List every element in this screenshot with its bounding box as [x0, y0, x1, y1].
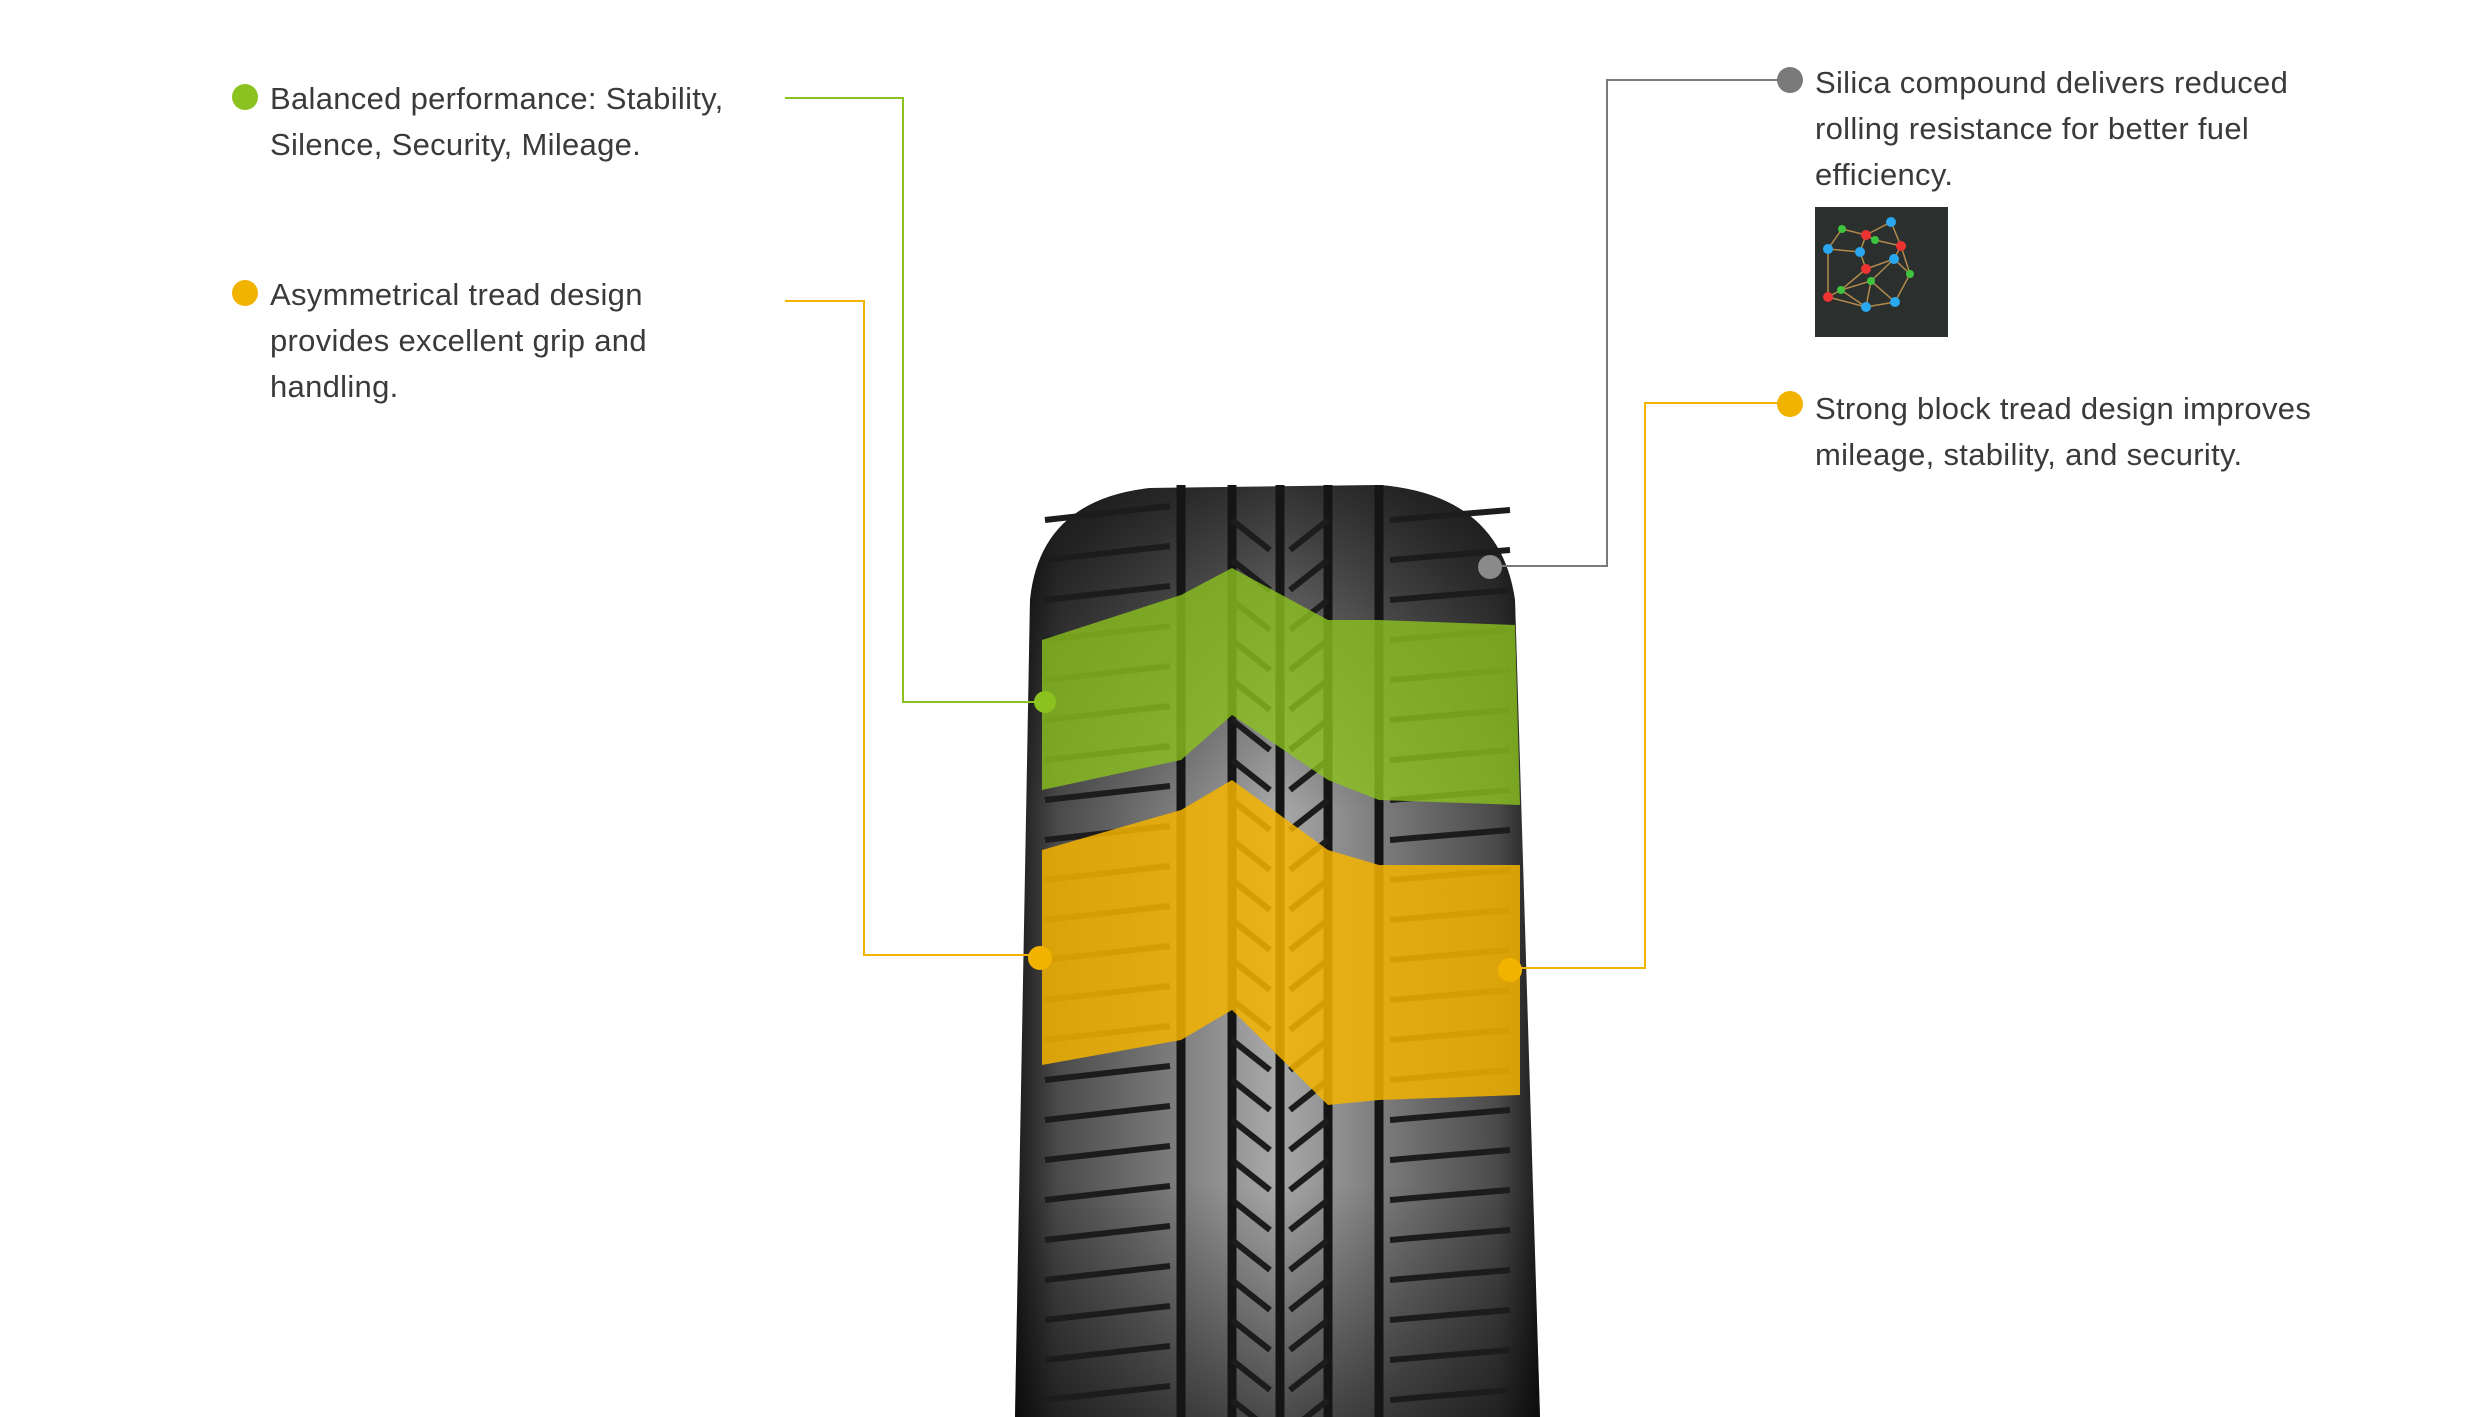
tread-sipe — [1389, 1307, 1511, 1323]
gray-bullet-icon — [1777, 67, 1803, 93]
tread-sipe — [1230, 517, 1272, 553]
tread-sipe — [1230, 1317, 1272, 1353]
orange-zone — [1042, 780, 1520, 1105]
green-bullet-icon — [232, 84, 258, 110]
tread-sipe — [1389, 827, 1511, 843]
tread-sipe — [1301, 1397, 1330, 1417]
tread-sipe — [1230, 1397, 1259, 1417]
tread-sipe — [1044, 1383, 1171, 1403]
tread-sipe — [1230, 1077, 1272, 1113]
tread-sipe — [1044, 503, 1171, 523]
leader-line-block — [1510, 402, 1790, 969]
tread-sipe — [1389, 547, 1511, 563]
tread-sipe — [1044, 1063, 1171, 1083]
tread-sipe — [1230, 557, 1272, 593]
tread-sipe — [1389, 587, 1511, 603]
leader-line-silica — [1490, 79, 1790, 567]
silica-molecule-network-icon — [1815, 207, 1948, 337]
tread-sipe — [1230, 1357, 1272, 1393]
feature-block: Strong block tread design improves milea… — [1777, 386, 2375, 478]
tread-sipe — [1389, 1347, 1511, 1363]
tread-sipe — [1288, 1357, 1330, 1393]
tread-sipe — [1230, 1237, 1272, 1273]
tread-sipe — [1044, 783, 1171, 803]
tread-sipe — [1230, 1157, 1272, 1193]
tread-sipe — [1230, 1117, 1272, 1153]
tread-sipe — [1288, 557, 1330, 593]
tread-sipe — [1044, 1183, 1171, 1203]
tread-sipe — [1044, 1143, 1171, 1163]
tread-sipe — [1044, 1303, 1171, 1323]
tread-sipe — [1288, 1117, 1330, 1153]
feature-silica: Silica compound delivers reduced rolling… — [1777, 60, 2355, 198]
tread-sipe — [1389, 1107, 1511, 1123]
tread-sipe — [1044, 1103, 1171, 1123]
tread-sipe — [1230, 1197, 1272, 1233]
tread-sipe — [1288, 1197, 1330, 1233]
marker-balanced — [1034, 691, 1056, 713]
marker-asymmetrical — [1028, 946, 1052, 970]
orange-bullet-icon — [1777, 391, 1803, 417]
tread-sipe — [1044, 1343, 1171, 1363]
green-zone — [1042, 568, 1520, 805]
tread-sipe — [1389, 507, 1511, 523]
tread-sipe — [1230, 1037, 1272, 1073]
tread-sipe — [1044, 543, 1171, 563]
tread-sipe — [1044, 1223, 1171, 1243]
tread-sipe — [1288, 1277, 1330, 1313]
tread-sipe — [1288, 1317, 1330, 1353]
leader-line-asymmetrical — [785, 300, 1040, 956]
tread-sipe — [1288, 797, 1330, 833]
tread-sipe — [1389, 1147, 1511, 1163]
tread-sipe — [1389, 1227, 1511, 1243]
tread-sipe — [1044, 1263, 1171, 1283]
tread-sipe — [1288, 1237, 1330, 1273]
tread-sipe — [1288, 1157, 1330, 1193]
tread-sipe — [1389, 1187, 1511, 1203]
tread-sipe — [1389, 1387, 1511, 1403]
tread-sipe — [1230, 1277, 1272, 1313]
feature-asymmetrical: Asymmetrical tread design provides excel… — [232, 272, 710, 410]
tire — [1015, 485, 1540, 1417]
tread-sipe — [1288, 517, 1330, 553]
orange-bullet-icon — [232, 280, 258, 306]
marker-silica — [1478, 555, 1502, 579]
tread-sipe — [1230, 757, 1272, 793]
marker-block — [1498, 958, 1522, 982]
feature-balanced: Balanced performance: Stability, Silence… — [232, 76, 790, 168]
leader-line-balanced — [785, 97, 1045, 703]
tread-sipe — [1230, 717, 1272, 753]
tread-sipe — [1389, 1267, 1511, 1283]
tread-sipe — [1044, 583, 1171, 603]
